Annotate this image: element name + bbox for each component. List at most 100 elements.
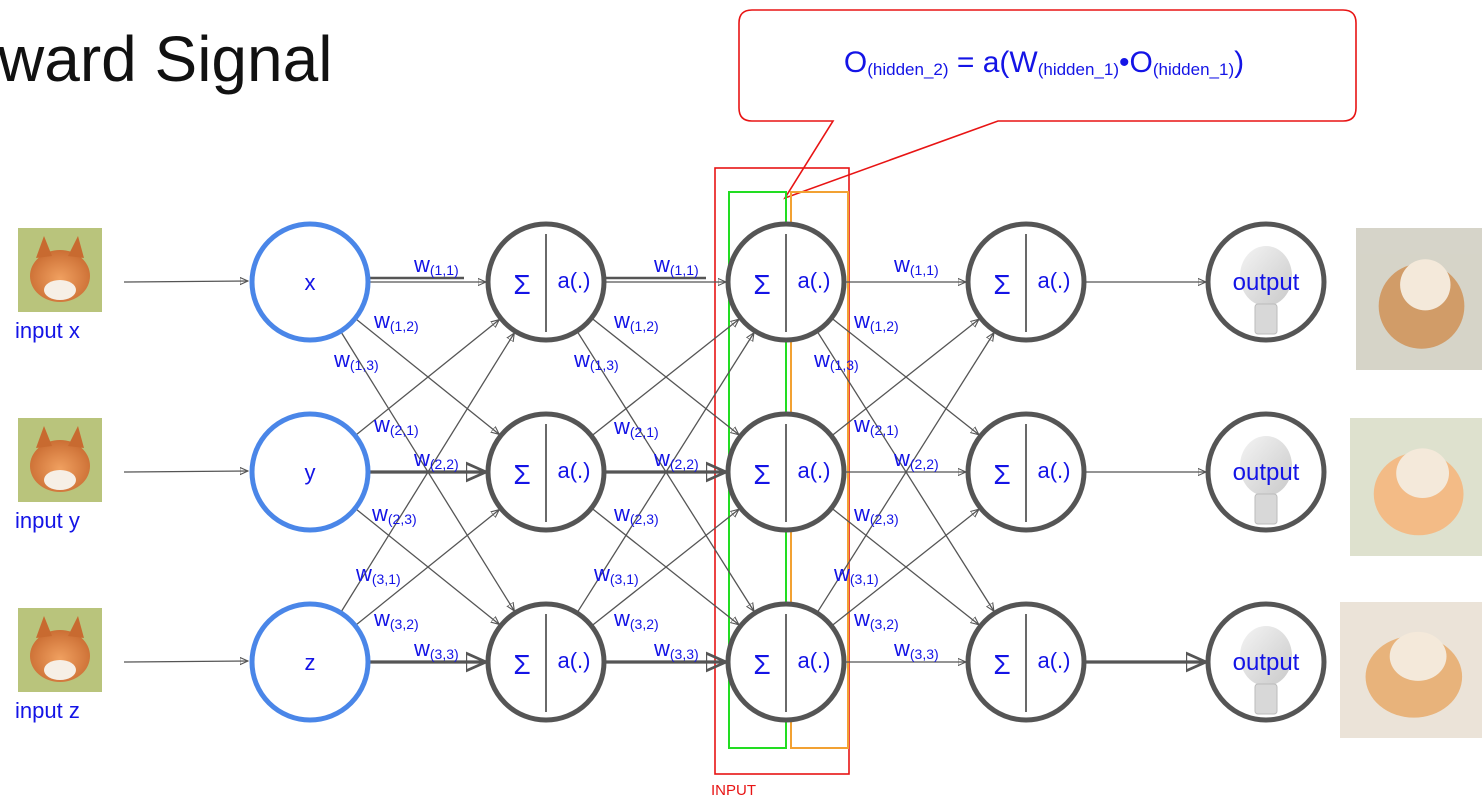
activation-label: a(.) [798, 268, 831, 293]
weight-subscript: (3,1) [610, 571, 639, 587]
weight-letter: w [413, 636, 430, 661]
weight-label-l3-w12: w(1,2) [853, 308, 899, 334]
weight-letter: w [853, 501, 870, 526]
bulb-glass [1240, 626, 1292, 686]
weight-subscript: (2,2) [430, 456, 459, 472]
weight-label-l2-w13: w(1,3) [573, 347, 619, 373]
weight-label-l2-w33: w(3,3) [653, 636, 699, 662]
sigma-symbol: Σ [513, 649, 530, 680]
edge-l1-2-1 [354, 320, 499, 437]
weight-label-l1-w13: w(1,3) [333, 347, 379, 373]
weight-subscript: (1,2) [390, 318, 419, 334]
weight-label-l3-w32: w(3,2) [853, 606, 899, 632]
input-arrow-1 [123, 281, 248, 282]
weight-subscript: (3,2) [630, 616, 659, 632]
edge-l3-3-2 [831, 509, 978, 627]
bulb-base [1254, 303, 1278, 335]
weight-label-l1-w32: w(3,2) [373, 606, 419, 632]
input-label-1: input x [15, 318, 80, 343]
fox-muzzle [44, 280, 76, 300]
edge-l2-1-2 [591, 317, 738, 435]
weight-label-l3-w13: w(1,3) [813, 347, 859, 373]
weight-subscript: (1,2) [870, 318, 899, 334]
edge-l1-3-1 [340, 333, 515, 614]
weight-letter: w [593, 561, 610, 586]
weight-letter: w [613, 308, 630, 333]
weight-label-l2-w11: w(1,1) [653, 252, 699, 278]
sigma-symbol: Σ [513, 269, 530, 300]
fox-ear [36, 616, 52, 638]
weight-subscript: (3,2) [870, 616, 899, 632]
bulb-glass [1240, 246, 1292, 306]
weight-labels-layer: w(1,1)w(1,2)w(1,3)w(2,1)w(2,2)w(2,3)w(3,… [333, 252, 939, 662]
weight-letter: w [373, 606, 390, 631]
weight-label-l3-w11: w(1,1) [893, 252, 939, 278]
weight-letter: w [893, 252, 910, 277]
formula-dot-o: •O [1118, 46, 1153, 79]
weight-subscript: (2,2) [670, 456, 699, 472]
weight-letter: w [355, 561, 372, 586]
input-node-label: x [305, 270, 316, 295]
input-node-1 [249, 221, 371, 343]
weight-label-l1-w31: w(3,1) [355, 561, 401, 587]
weight-letter: w [413, 252, 430, 277]
formula-o-sub: (hidden_1) [1152, 60, 1235, 79]
sigma-symbol: Σ [993, 649, 1010, 680]
output-label: output [1233, 459, 1300, 486]
sigma-symbol: Σ [513, 459, 530, 490]
weight-subscript: (2,3) [630, 511, 659, 527]
weight-subscript: (2,3) [870, 511, 899, 527]
weight-letter: w [893, 446, 910, 471]
activation-label: a(.) [1038, 648, 1071, 673]
weight-subscript: (3,3) [670, 646, 699, 662]
weight-letter: w [613, 606, 630, 631]
weight-label-l3-w22: w(2,2) [893, 446, 939, 472]
edge-l2-2-3 [591, 507, 738, 625]
weight-subscript: (3,3) [430, 646, 459, 662]
fox-image-3 [18, 608, 102, 692]
activation-label: a(.) [1038, 268, 1071, 293]
weight-letter: w [853, 606, 870, 631]
edge-l2-3-2 [591, 509, 738, 627]
weight-subscript: (3,3) [910, 646, 939, 662]
weight-label-l1-w21: w(2,1) [373, 412, 419, 438]
weight-subscript: (2,3) [388, 511, 417, 527]
edge-l3-3-1 [816, 333, 994, 614]
weight-letter: w [653, 636, 670, 661]
input-label-3: input z [15, 698, 80, 723]
formula-close: ) [1234, 46, 1245, 79]
weight-letter: w [373, 412, 390, 437]
weight-label-l2-w32: w(3,2) [613, 606, 659, 632]
weight-letter: w [613, 414, 630, 439]
weight-label-l2-w31: w(3,1) [593, 561, 639, 587]
lightbulb-icon [1240, 436, 1292, 525]
animal-face [1396, 448, 1449, 499]
weight-letter: w [833, 561, 850, 586]
fox-ear [68, 616, 84, 638]
sigma-symbol: Σ [753, 649, 770, 680]
sigma-symbol: Σ [753, 459, 770, 490]
weight-letter: w [373, 308, 390, 333]
activation-label: a(.) [558, 458, 591, 483]
weight-label-l1-w22: w(2,2) [413, 446, 459, 472]
weight-subscript: (1,1) [670, 262, 699, 278]
lightbulb-icon [1240, 246, 1292, 335]
input-node-label: z [305, 650, 316, 675]
activation-label: a(.) [1038, 458, 1071, 483]
edge-l3-2-1 [831, 319, 978, 437]
input-node-3 [249, 601, 371, 723]
edge-l2-3-1 [576, 333, 754, 614]
page-title: ward Signal [0, 23, 333, 95]
weight-label-l2-w21: w(2,1) [613, 414, 659, 440]
animal-face [1389, 631, 1447, 681]
bulb-base [1254, 683, 1278, 715]
weight-label-l3-w33: w(3,3) [893, 636, 939, 662]
weight-letter: w [333, 347, 350, 372]
fox-muzzle [44, 660, 76, 680]
fox-ear [36, 426, 52, 448]
edge-l3-1-3 [816, 330, 994, 611]
animal-face [1400, 259, 1451, 311]
